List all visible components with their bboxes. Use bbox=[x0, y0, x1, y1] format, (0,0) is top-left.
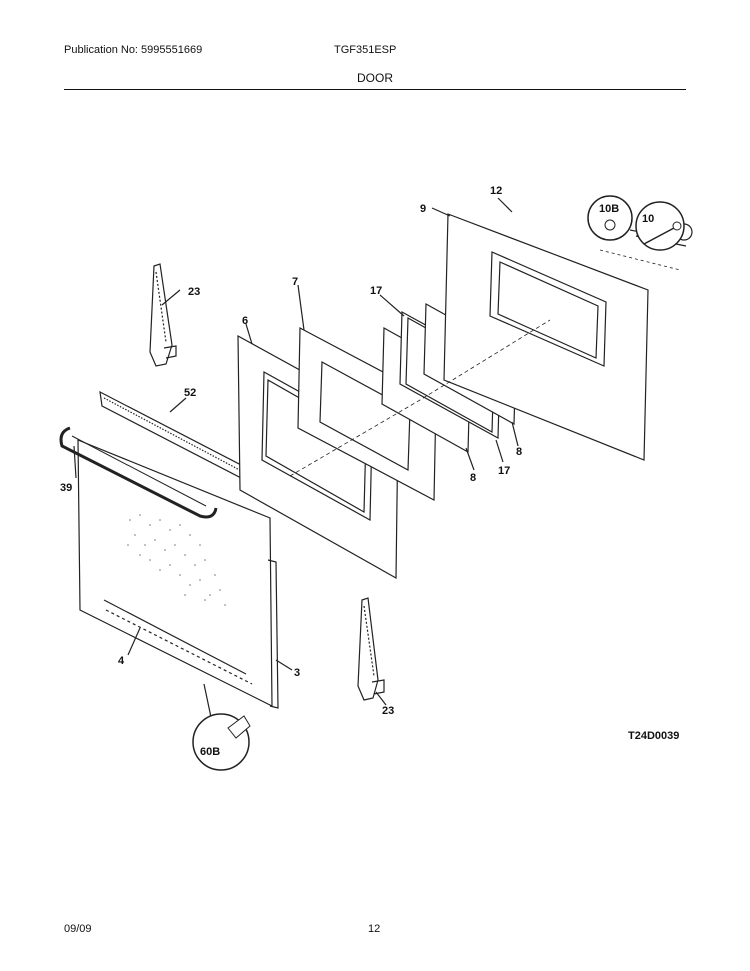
header-rule bbox=[64, 89, 686, 90]
callout-12: 12 bbox=[490, 185, 502, 197]
callout-8-right: 8 bbox=[516, 446, 522, 458]
callout-17-top: 17 bbox=[370, 285, 382, 297]
callout-60b: 60B bbox=[200, 746, 220, 758]
model-number: TGF351ESP bbox=[334, 44, 397, 56]
callout-8-left: 8 bbox=[470, 472, 476, 484]
footer-date: 09/09 bbox=[64, 923, 92, 935]
callout-3: 3 bbox=[294, 667, 300, 679]
callout-4: 4 bbox=[118, 655, 125, 667]
callout-10b: 10B bbox=[599, 203, 619, 215]
hinge-top-left bbox=[149, 263, 177, 367]
hinge-bottom-right bbox=[357, 597, 385, 701]
callout-52: 52 bbox=[184, 387, 196, 399]
callout-17-bottom: 17 bbox=[498, 465, 510, 477]
callout-10-bubble bbox=[635, 201, 685, 251]
inner-door-panel bbox=[443, 213, 649, 461]
callout-7: 7 bbox=[292, 276, 298, 288]
callout-10: 10 bbox=[642, 213, 654, 225]
publication-number: Publication No: 5995551669 bbox=[64, 44, 203, 56]
door-glass-texture bbox=[127, 514, 226, 606]
callout-60b-bubble bbox=[192, 713, 251, 771]
callout-23-top: 23 bbox=[188, 286, 200, 298]
section-title: DOOR bbox=[357, 71, 393, 85]
footer-page-number: 12 bbox=[368, 923, 381, 935]
outer-door-panel bbox=[77, 439, 279, 709]
diagram-code: T24D0039 bbox=[628, 730, 680, 742]
callout-23-bottom: 23 bbox=[382, 705, 394, 717]
callout-6: 6 bbox=[242, 315, 248, 327]
door-handle bbox=[59, 426, 218, 519]
callout-9: 9 bbox=[420, 203, 426, 215]
callout-10b-bubble bbox=[587, 195, 633, 241]
callout-39: 39 bbox=[60, 482, 72, 494]
